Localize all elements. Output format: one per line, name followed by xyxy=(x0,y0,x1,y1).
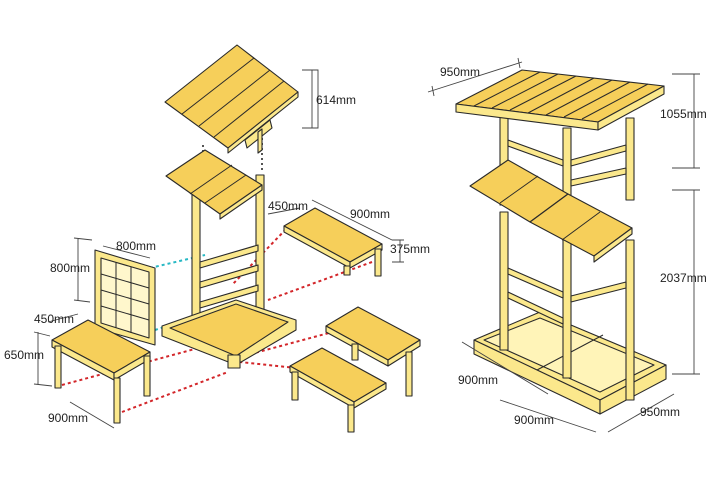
bench-guide-b xyxy=(239,361,297,369)
label-table-height: 650mm xyxy=(4,348,44,362)
label-base-width: 900mm xyxy=(514,413,554,427)
label-roof-height-right: 1055mm xyxy=(660,107,707,121)
label-frame-height: 2037mm xyxy=(660,271,707,285)
label-side-width: 950mm xyxy=(640,405,680,419)
shelf-unit xyxy=(283,207,383,277)
lattice-panel xyxy=(94,249,156,346)
table-guide-b xyxy=(121,371,229,413)
label-shelf-height: 375mm xyxy=(390,242,430,256)
table-unit xyxy=(51,319,151,424)
label-table-depth: 450mm xyxy=(34,312,74,326)
left-shelf-board xyxy=(165,149,263,220)
label-shelf-depth: 450mm xyxy=(268,199,308,213)
label-lattice-height: 800mm xyxy=(50,261,90,275)
left-dimension-lines xyxy=(33,69,404,429)
bench-lower xyxy=(289,347,387,433)
left-main-frame xyxy=(161,174,297,369)
shelf-guide-a xyxy=(231,224,291,286)
label-roof-height: 614mm xyxy=(316,93,356,107)
label-roof-width: 950mm xyxy=(440,65,480,79)
right-assembled-unit xyxy=(455,69,667,415)
label-base-depth: 900mm xyxy=(458,373,498,387)
label-lattice-width: 800mm xyxy=(116,239,156,253)
label-shelf-width: 900mm xyxy=(350,207,390,221)
label-table-width: 900mm xyxy=(48,411,88,425)
left-roof-panel xyxy=(164,44,299,154)
shelf-guide-b xyxy=(267,261,373,301)
dimension-labels: 614mm 450mm 900mm 375mm 800mm 800mm 450m… xyxy=(4,65,707,427)
bench-upper xyxy=(325,306,421,397)
right-dimension-lines xyxy=(427,57,700,433)
